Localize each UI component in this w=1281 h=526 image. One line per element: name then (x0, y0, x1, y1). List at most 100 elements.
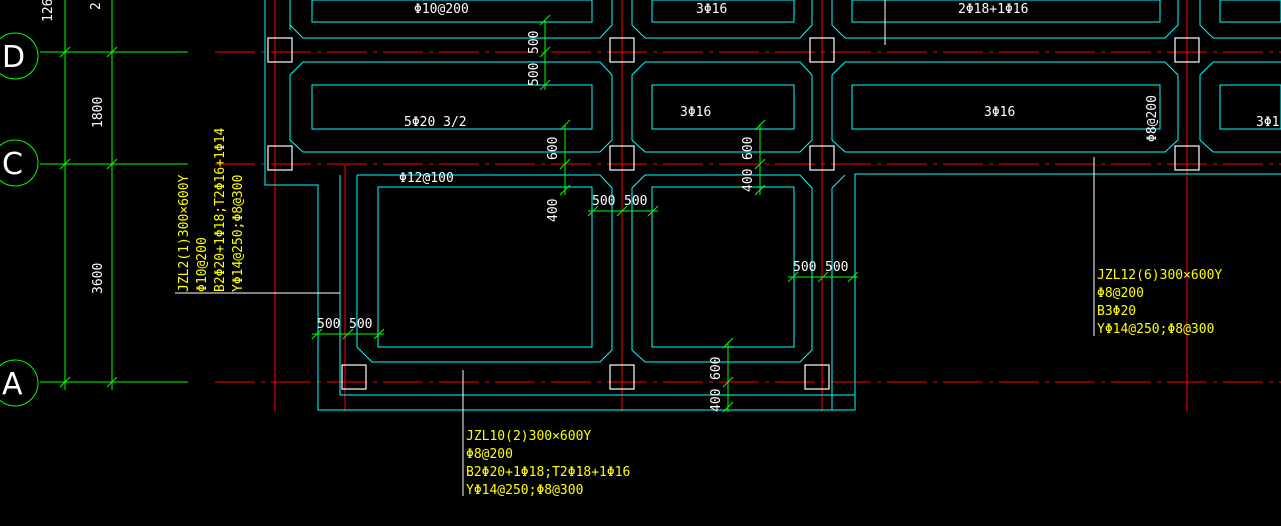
dim-tick (754, 184, 766, 196)
slab-label-top-mid: 3Φ16 (696, 2, 727, 17)
axis-label-a: A (2, 367, 23, 402)
dim-value-top-a: 126 (41, 0, 56, 22)
annotation-jzl12[interactable]: JZL12(6)300×600Y Φ8@200 B3Φ20 YΦ14@250;Φ… (1097, 268, 1222, 337)
panel-low-3 (631, 174, 813, 363)
annotation-line: Φ10@200 (195, 237, 210, 292)
inner-top-1 (311, 0, 593, 23)
dim-value: 600 (709, 357, 724, 380)
axis-bubble-d[interactable] (0, 32, 39, 80)
dim-tick (559, 119, 571, 131)
dim-tick (539, 46, 551, 58)
dim-tick (59, 158, 71, 170)
dim-tick (754, 119, 766, 131)
panel-top-4 (1199, 0, 1281, 39)
slab-label-top-right: 2Φ18+1Φ16 (958, 2, 1028, 17)
beam-low-right2 (831, 174, 846, 189)
slab-label-rotated: Φ8@200 (1145, 95, 1160, 142)
stirrup-label-lower-left: Φ12@100 (399, 171, 454, 186)
dim-tick (539, 14, 551, 26)
left-dimensions (0, 0, 188, 407)
column (609, 37, 635, 63)
dim-tick (754, 158, 766, 170)
dim-tick (373, 328, 385, 340)
inner-mid-3 (851, 84, 1161, 130)
dim-tick (847, 271, 859, 283)
slab-label-mid-left: 5Φ20 3/2 (404, 115, 467, 130)
panel-labels: Φ10@200 3Φ16 2Φ18+1Φ16 5Φ20 3/2 3Φ16 3Φ1… (399, 2, 1279, 186)
axis-bubble-labels: D C A (2, 40, 25, 402)
inner-dimension-lines (311, 14, 859, 413)
annotation-line: B2Φ20+1Φ18;T2Φ16+1Φ14 (213, 127, 228, 292)
dim-tick (106, 46, 118, 58)
dim-tick (616, 205, 628, 217)
annotation-line: Φ8@200 (1097, 286, 1144, 301)
panel-mid-2 (631, 61, 813, 153)
dim-tick (787, 271, 799, 283)
column (267, 145, 293, 171)
column (1174, 145, 1200, 171)
panel-mid-3 (831, 61, 1179, 153)
dim-tick (722, 401, 734, 413)
left-dimension-values: 126 2 1800 3600 (41, 0, 106, 294)
dim-tick (817, 271, 829, 283)
panel-mid-1 (289, 61, 613, 153)
inner-low-1 (377, 186, 593, 348)
dim-value: 600 (546, 137, 561, 160)
dim-value: 500 (592, 194, 615, 209)
dim-value: 500 (317, 317, 340, 332)
annotation-line: YΦ14@250;Φ8@300 (1097, 322, 1214, 337)
axis-label-d: D (2, 40, 25, 75)
inner-top-3 (851, 0, 1161, 23)
annotation-line: JZL10(2)300×600Y (466, 429, 591, 444)
dim-value: 500 (793, 260, 816, 275)
columns (267, 37, 1200, 390)
dim-tick (722, 376, 734, 388)
leader-lines (175, 0, 1095, 496)
column (804, 364, 830, 390)
dim-tick (59, 376, 71, 388)
dim-tick (342, 328, 354, 340)
panel-low-1 (339, 175, 855, 396)
column (809, 145, 835, 171)
slab-label-mid-mid: 3Φ16 (680, 105, 711, 120)
inner-mid-4 (1219, 84, 1281, 130)
dim-tick (722, 337, 734, 349)
dim-value: 400 (709, 389, 724, 412)
beam-outer-left (264, 0, 1281, 411)
dim-tick (587, 205, 599, 217)
axis-bubble-c[interactable] (0, 139, 39, 187)
dim-tick (559, 158, 571, 170)
dim-value: 400 (546, 199, 561, 222)
annotation-line: JZL2(1)300×600Y (177, 174, 192, 292)
annotation-line: Φ8@200 (466, 447, 513, 462)
dim-value: 500 (825, 260, 848, 275)
panel-low-2 (356, 174, 613, 363)
panel-top-3 (831, 0, 1179, 39)
inner-top-2 (651, 0, 795, 23)
dim-value-c-to-a: 3600 (91, 263, 106, 294)
column (1174, 37, 1200, 63)
inner-dimension-values: 500 500 600 400 500 500 600 400 500 500 … (317, 31, 848, 412)
annotation-line: JZL12(6)300×600Y (1097, 268, 1222, 283)
slab-label-mid-far: 3Φ1 (1256, 115, 1279, 130)
dim-value: 500 (349, 317, 372, 332)
dim-tick (647, 205, 659, 217)
inner-low-2 (651, 186, 795, 348)
dim-value: 500 (624, 194, 647, 209)
panel-top-1 (289, 0, 613, 39)
column (267, 37, 293, 63)
annotation-line: YΦ14@250;Φ8@300 (466, 483, 583, 498)
column (609, 364, 635, 390)
annotation-line: B2Φ20+1Φ18;T2Φ18+1Φ16 (466, 465, 630, 480)
slab-label-top-left: Φ10@200 (414, 2, 469, 17)
axis-bubble-a[interactable] (0, 359, 39, 407)
slab-label-mid-right: 3Φ16 (984, 105, 1015, 120)
annotation-jzl2[interactable]: JZL2(1)300×600Y Φ10@200 B2Φ20+1Φ18;T2Φ16… (177, 127, 246, 292)
dim-value: 600 (741, 137, 756, 160)
annotation-jzl10[interactable]: JZL10(2)300×600Y Φ8@200 B2Φ20+1Φ18;T2Φ18… (466, 429, 630, 498)
dim-value-d-to-c: 1800 (91, 97, 106, 128)
dim-tick (559, 184, 571, 196)
dim-value: 400 (741, 169, 756, 192)
axis-label-c: C (2, 147, 23, 182)
